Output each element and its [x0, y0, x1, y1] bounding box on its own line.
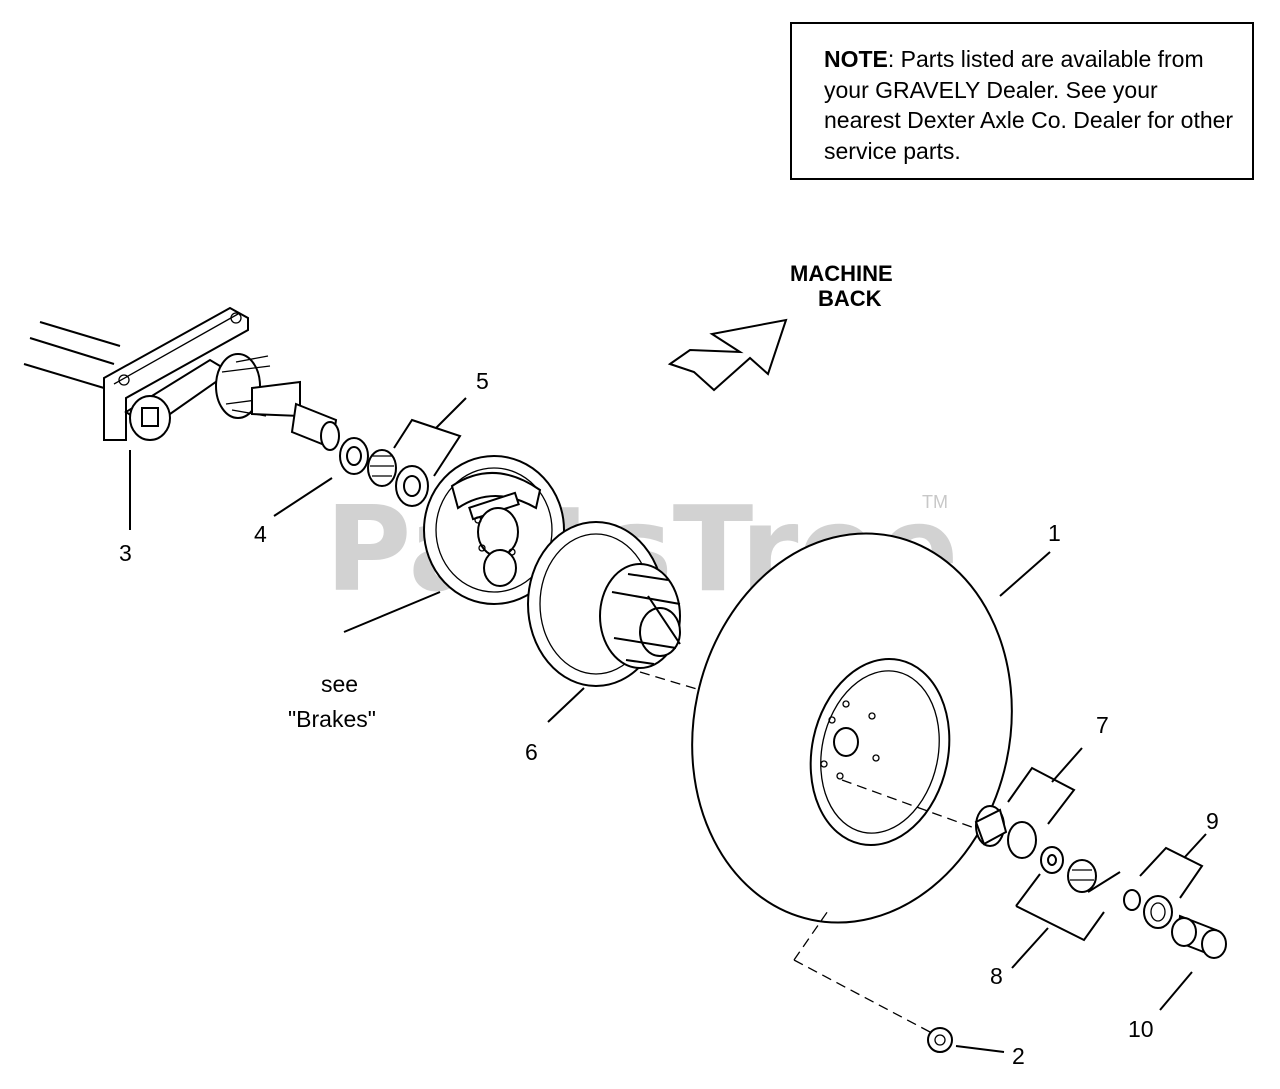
machine-back-arrow [667, 318, 788, 392]
axle-spindle-assembly [23, 306, 340, 451]
axis-centerline [639, 671, 981, 831]
brakes-reference-line2: "Brakes" [288, 706, 376, 732]
callout-10: 10 [1128, 1016, 1154, 1042]
inner-bearing-cone [367, 449, 397, 487]
watermark-trademark: TM [922, 492, 948, 512]
note-prefix: NOTE [824, 46, 888, 72]
callout-3: 3 [119, 540, 132, 566]
note-text: : Parts listed are available from your G… [824, 46, 1234, 164]
castle-nut [1067, 859, 1097, 893]
callout-4: 4 [254, 521, 267, 547]
brakes-reference-line1: see [321, 671, 358, 697]
lug-nut [927, 1027, 953, 1053]
note-box: NOTE: Parts listed are available from yo… [790, 22, 1254, 180]
spacer-washer [1123, 889, 1141, 911]
grease-seal [395, 465, 429, 507]
inner-bearing-cup [339, 437, 369, 475]
retainer-nut [1143, 895, 1173, 929]
flat-washer [1040, 846, 1064, 874]
lug-nut-dashed-leader [793, 907, 931, 1033]
dust-cap [1171, 914, 1227, 959]
callout-6: 6 [525, 739, 538, 765]
cotter-pin [1087, 871, 1121, 893]
callout-7: 7 [1096, 712, 1109, 738]
callout-1: 1 [1048, 520, 1061, 546]
callout-8: 8 [990, 963, 1003, 989]
brake-assembly [423, 455, 565, 605]
direction-label-line1: MACHINE [790, 261, 893, 286]
outer-bearing-cone [1007, 821, 1037, 859]
hub-drum [527, 521, 681, 687]
callout-2: 2 [1012, 1043, 1025, 1069]
outer-bearing-cup [974, 805, 1008, 847]
callout-5: 5 [476, 368, 489, 394]
callout-9: 9 [1206, 808, 1219, 834]
callout-leaders [129, 397, 1207, 1053]
wheel-tire [691, 532, 1013, 924]
direction-label-line2: BACK [818, 286, 882, 311]
